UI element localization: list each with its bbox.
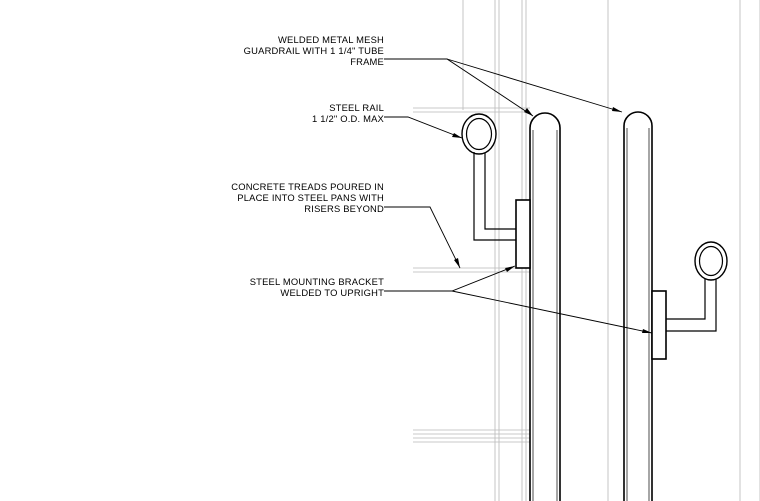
note-bracket-line-2: WELDED TO UPRIGHT: [280, 287, 384, 298]
note-guardrail-line-2: GUARDRAIL WITH 1 1/4" TUBE: [244, 45, 384, 56]
note-treads-line-1: CONCRETE TREADS POURED IN: [231, 181, 384, 192]
note-treads-line-3: RISERS BEYOND: [304, 203, 384, 214]
steel-rail-left: [461, 113, 497, 155]
steel-rail-right: [694, 241, 728, 281]
note-guardrail: WELDED METAL MESH GUARDRAIL WITH 1 1/4" …: [244, 34, 384, 67]
note-guardrail-line-3: FRAME: [350, 56, 384, 67]
note-treads-line-2: PLACE INTO STEEL PANS WITH: [237, 192, 384, 203]
note-bracket-line-1: STEEL MOUNTING BRACKET: [250, 276, 384, 287]
leader-steel-rail: [384, 116, 463, 139]
leader-guardrail: [384, 58, 623, 117]
note-treads: CONCRETE TREADS POURED IN PLACE INTO STE…: [231, 181, 384, 214]
note-bracket: STEEL MOUNTING BRACKET WELDED TO UPRIGHT: [250, 276, 384, 298]
note-guardrail-line-1: WELDED METAL MESH: [278, 34, 384, 45]
leader-bracket: [384, 265, 653, 334]
note-steel-rail-line-2: 1 1/2" O.D. MAX: [312, 113, 385, 124]
guardrail-upright-left: [529, 112, 561, 501]
mounting-bracket-right: [651, 279, 717, 360]
note-steel-rail: STEEL RAIL 1 1/2" O.D. MAX: [312, 102, 385, 124]
note-steel-rail-line-1: STEEL RAIL: [329, 102, 384, 113]
leader-treads: [384, 206, 461, 269]
guardrail-upright-right: [623, 111, 653, 501]
mounting-bracket-left: [473, 152, 531, 269]
